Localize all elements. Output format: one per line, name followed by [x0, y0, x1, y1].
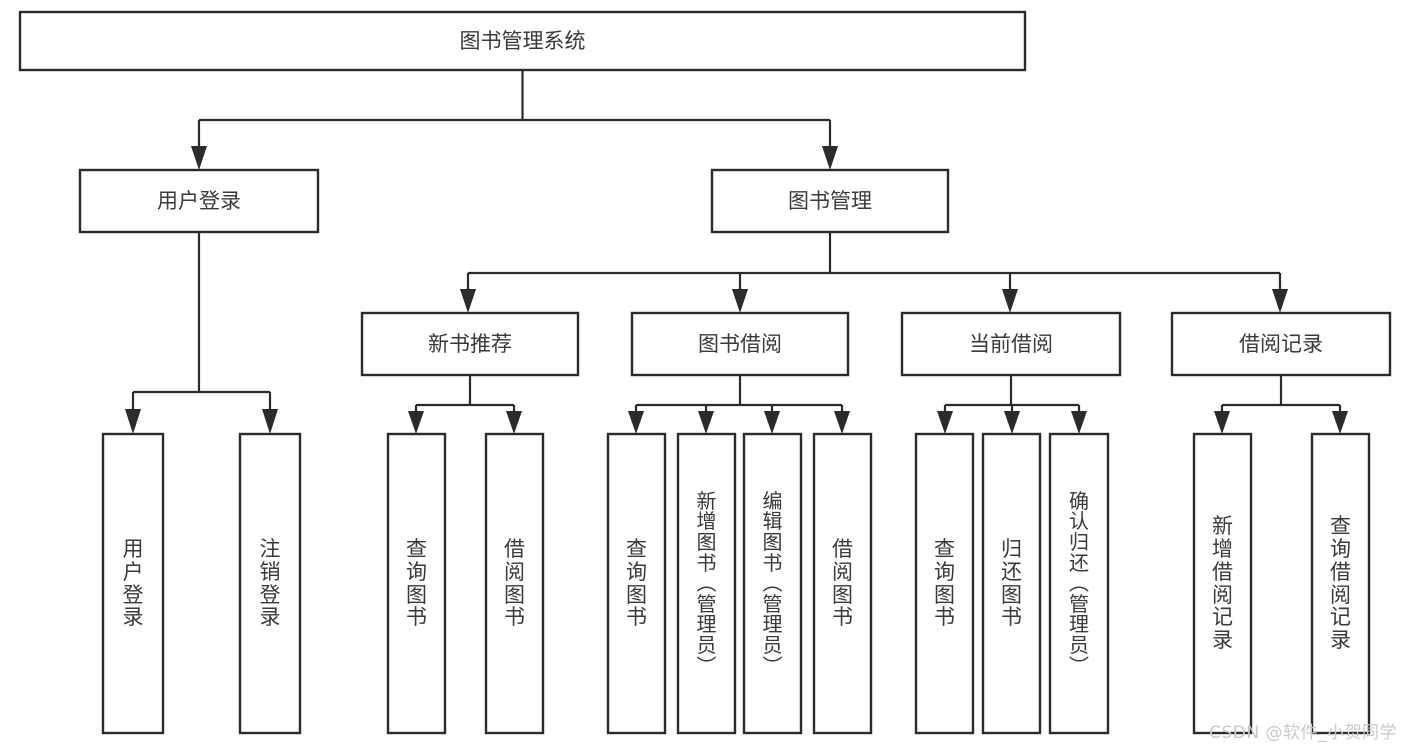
arrow-head-leaf-query-book-3	[937, 411, 953, 434]
arrow-head-book-manage	[822, 146, 838, 170]
arrow-head-leaf-borrow-book-2	[834, 411, 850, 434]
arrow-head-borrow-record	[1272, 289, 1288, 313]
connector-group-borrow-record-leaves	[1214, 375, 1348, 434]
node-current-borrow-box[interactable]	[900, 311, 1122, 377]
node-leaf-return-book-box[interactable]	[981, 432, 1042, 735]
node-root-label: 图书管理系统	[460, 29, 586, 53]
node-leaf-confirm-return-box[interactable]	[1048, 432, 1110, 735]
arrow-head-leaf-query-book-2	[628, 411, 644, 434]
node-leaf-borrow-book-2-box[interactable]	[812, 432, 873, 735]
arrow-head-user-login	[191, 146, 207, 170]
connector-group-book-manage	[460, 232, 1288, 313]
node-current-borrow[interactable]: 当前借阅	[900, 311, 1122, 377]
arrow-head-book-borrow	[732, 289, 748, 313]
node-leaf-user-login-box[interactable]	[101, 432, 165, 735]
arrow-head-leaf-return-book	[1004, 411, 1020, 434]
connector-group-user-login-leaves	[125, 232, 278, 434]
arrow-head-leaf-logout-login	[262, 409, 278, 434]
node-leaf-query-book-3-box[interactable]	[914, 432, 975, 735]
node-current-borrow-label: 当前借阅	[969, 332, 1053, 356]
node-leaf-logout-login-box[interactable]	[238, 432, 302, 735]
node-new-book-recommend[interactable]: 新书推荐	[360, 311, 580, 377]
node-book-borrow[interactable]: 图书借阅	[630, 311, 850, 377]
node-book-borrow-label: 图书借阅	[698, 332, 782, 356]
connector-group-root	[191, 70, 838, 170]
arrow-head-leaf-edit-book	[764, 411, 780, 434]
connector-group-current-borrow-leaves	[937, 375, 1087, 434]
node-book-borrow-box[interactable]	[630, 311, 850, 377]
node-root-box[interactable]	[18, 10, 1027, 72]
arrow-head-new-book-recommend	[460, 289, 476, 313]
arrow-head-leaf-add-record	[1214, 411, 1230, 434]
watermark: CSDN @软件_小贺同学	[1209, 723, 1397, 743]
node-borrow-record[interactable]: 借阅记录	[1170, 311, 1392, 377]
node-user-login-box[interactable]	[78, 168, 320, 234]
node-new-book-recommend-label: 新书推荐	[428, 332, 512, 356]
node-book-manage-box[interactable]	[710, 168, 950, 234]
node-book-manage-label: 图书管理	[788, 189, 872, 213]
node-new-book-recommend-box[interactable]	[360, 311, 580, 377]
arrow-head-leaf-borrow-book-1	[506, 411, 522, 434]
node-user-login-label: 用户登录	[157, 189, 241, 213]
node-borrow-record-box[interactable]	[1170, 311, 1392, 377]
arrow-head-leaf-user-login	[125, 409, 141, 434]
node-leaf-borrow-book-1-box[interactable]	[484, 432, 545, 735]
node-leaf-query-book-1-box[interactable]	[386, 432, 447, 735]
node-leaf-edit-book-box[interactable]	[742, 432, 803, 735]
arrow-head-leaf-confirm-return	[1071, 411, 1087, 434]
connector-group-book-borrow-leaves	[628, 375, 850, 434]
leaf-box-group	[101, 432, 1371, 735]
arrow-head-current-borrow	[1002, 289, 1018, 313]
connector-group-new-book-recommend-leaves	[408, 375, 522, 434]
node-leaf-add-record-box[interactable]	[1192, 432, 1253, 735]
arrow-head-leaf-add-book	[698, 411, 714, 434]
arrow-head-leaf-query-book-1	[408, 411, 424, 434]
arrow-head-leaf-query-record	[1332, 411, 1348, 434]
node-leaf-query-book-2-box[interactable]	[606, 432, 667, 735]
node-borrow-record-label: 借阅记录	[1239, 332, 1323, 356]
node-root[interactable]: 图书管理系统	[18, 10, 1027, 72]
node-leaf-query-record-box[interactable]	[1310, 432, 1371, 735]
node-book-manage[interactable]: 图书管理	[710, 168, 950, 234]
node-leaf-add-book-box[interactable]	[676, 432, 737, 735]
node-user-login[interactable]: 用户登录	[78, 168, 320, 234]
